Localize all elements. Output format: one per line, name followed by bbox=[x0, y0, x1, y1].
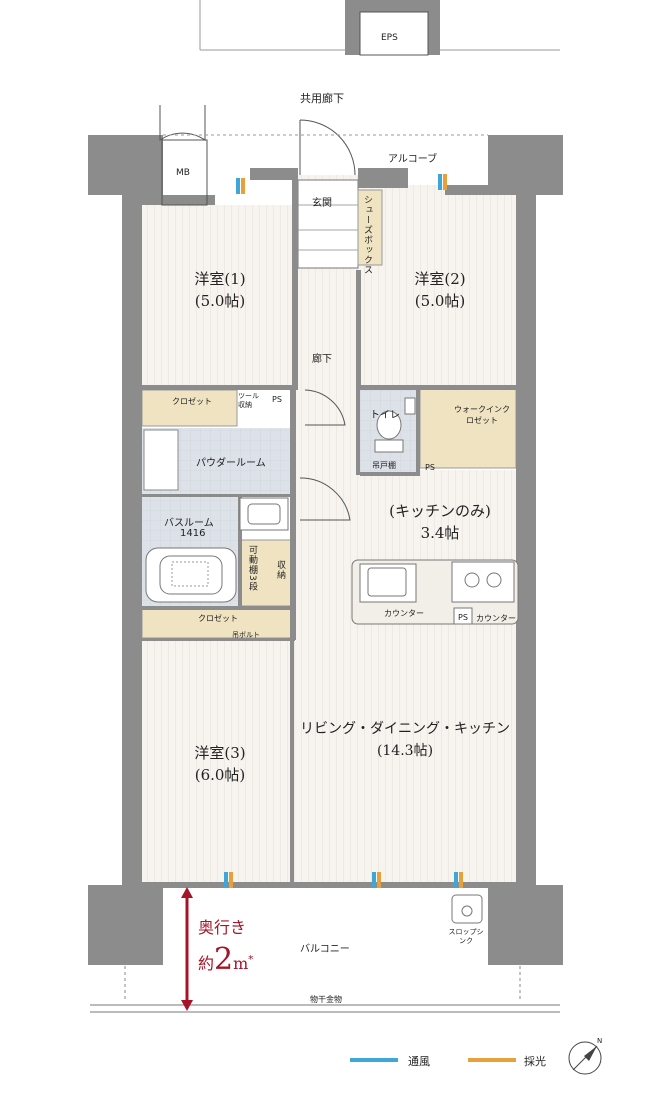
eps-area bbox=[199, 0, 560, 56]
balcony-area bbox=[90, 960, 560, 1013]
western-room-3: 洋室(3) (6.0帖) bbox=[150, 742, 290, 786]
depth-prefix: 約 bbox=[198, 954, 215, 973]
western-room-2-name: 洋室(2) bbox=[414, 270, 466, 288]
slop-sink bbox=[451, 894, 483, 924]
drying-rack-label: 物干金物 bbox=[310, 995, 342, 1004]
storage-label: 収納 bbox=[275, 560, 285, 580]
common-corridor-label: 共用廊下 bbox=[300, 92, 344, 105]
floor-ldk bbox=[294, 470, 516, 885]
western-room-2: 洋室(2) (5.0帖) bbox=[370, 268, 510, 312]
closet-3-label: クロゼット bbox=[198, 614, 238, 623]
tool-storage-label: ツール収納 bbox=[238, 392, 259, 409]
closet-1-label: クロゼット bbox=[172, 397, 212, 406]
slop-sink-label: スロップシンク bbox=[448, 928, 484, 945]
kitchen-only-name-text: キッチンのみ bbox=[394, 502, 485, 520]
western-room-3-size: (6.0帖) bbox=[194, 766, 246, 784]
western-room-1: 洋室(1) (5.0帖) bbox=[150, 268, 290, 312]
bathroom-label: バスルーム bbox=[164, 518, 214, 529]
room-outlines bbox=[159, 105, 356, 521]
ldk-room: リビング・ダイニング・キッチン (14.3帖) bbox=[300, 718, 510, 762]
western-room-3-name: 洋室(3) bbox=[194, 744, 246, 762]
mb-label: MB bbox=[176, 168, 190, 178]
western-room-1-name: 洋室(1) bbox=[194, 270, 246, 288]
shoe-box-label: シューズボックス bbox=[362, 195, 372, 275]
kitchen-only-size: 3.4帖 bbox=[420, 524, 460, 542]
walkin-closet bbox=[419, 387, 517, 469]
western-room-2-size: (5.0帖) bbox=[414, 292, 466, 310]
ventilation-markers bbox=[224, 174, 463, 888]
toilet-label: トイレ bbox=[370, 410, 400, 421]
depth-label-line2: 約2m* bbox=[198, 942, 253, 977]
kitchen-counter bbox=[351, 559, 519, 625]
counter-label-1: カウンター bbox=[384, 609, 424, 618]
kitchen-only: (キッチンのみ) 3.4帖 bbox=[380, 500, 500, 544]
balcony-label: バルコニー bbox=[300, 944, 350, 955]
legend-ventilation-label: 通風 bbox=[408, 1055, 430, 1068]
ps-label-3: PS bbox=[458, 613, 468, 622]
walkin-closet-label: ウォークインクロゼット bbox=[454, 405, 510, 425]
bathroom-size-label: 1416 bbox=[180, 528, 206, 539]
legend-daylight-label: 採光 bbox=[524, 1055, 546, 1068]
washbasin bbox=[143, 429, 289, 531]
storage-shelf bbox=[239, 539, 293, 607]
ps-label-2: PS bbox=[425, 463, 435, 472]
ldk-name: リビング・ダイニング・キッチン bbox=[300, 721, 510, 737]
compass-icon bbox=[568, 1041, 602, 1075]
alcove-label: アルコーブ bbox=[388, 154, 438, 165]
hallway-label: 廊下 bbox=[312, 354, 332, 365]
ldk-size: (14.3帖) bbox=[376, 743, 434, 759]
toilet-fixture bbox=[374, 397, 416, 453]
eps-label: EPS bbox=[381, 33, 398, 43]
entrance-label: 玄関 bbox=[312, 198, 332, 209]
kitchen-only-name: (キッチンのみ) bbox=[389, 502, 491, 520]
movable-shelf-label: 可動棚3段 bbox=[247, 545, 257, 592]
counter-label-2: カウンター bbox=[476, 614, 516, 623]
powder-room-label: パウダールーム bbox=[196, 458, 266, 469]
floor-western-3 bbox=[142, 640, 294, 885]
hanger-pole-label: 吊ボルト bbox=[232, 631, 260, 639]
entrance-steps bbox=[298, 204, 358, 251]
depth-value: 2 bbox=[214, 942, 234, 977]
shelf-label: 吊戸棚 bbox=[372, 461, 396, 470]
ps-label-1: PS bbox=[272, 395, 282, 404]
floor-western-1 bbox=[142, 205, 294, 385]
depth-label-line1: 奥行き bbox=[198, 918, 247, 937]
depth-mark: * bbox=[248, 954, 254, 966]
compass-north-label: N bbox=[597, 1037, 603, 1045]
walls bbox=[88, 135, 563, 965]
depth-unit: m bbox=[233, 954, 249, 973]
bathtub bbox=[145, 547, 237, 603]
western-room-1-size: (5.0帖) bbox=[194, 292, 246, 310]
shoe-box bbox=[357, 189, 383, 266]
floor-western-2 bbox=[360, 185, 516, 385]
depth-arrow bbox=[181, 887, 193, 1011]
